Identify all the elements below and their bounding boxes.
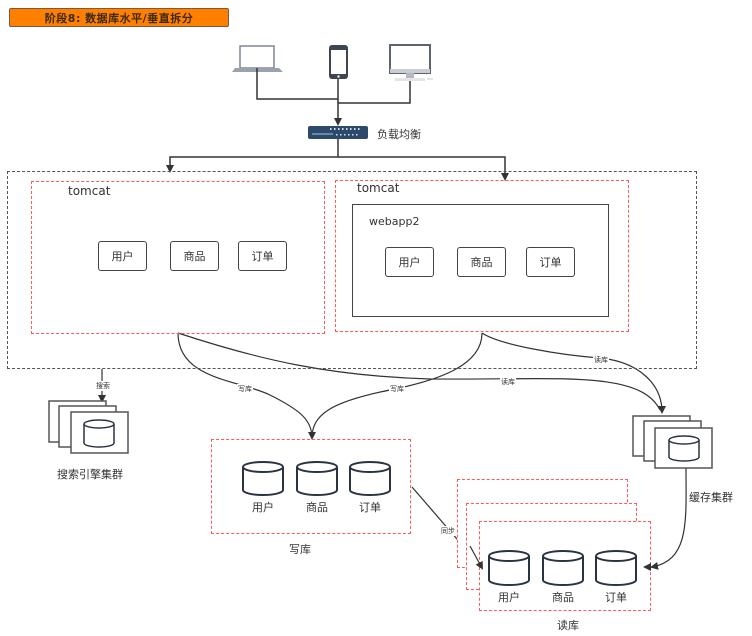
write-db-table-product: 商品 [306,501,328,514]
edge-label-sync: 同步 [440,526,456,536]
service-user-box: 用户 [98,241,147,271]
service-product-box: 商品 [170,241,219,271]
webapp2-label: webapp2 [369,215,420,228]
cache-cluster-label: 缓存集群 [689,491,733,504]
edge-label-read-left: 读库 [500,377,516,387]
read-db-table-product: 商品 [552,591,574,604]
database-icon [242,461,284,496]
database-icon [83,419,115,448]
load-balancer-label: 负载均衡 [377,128,421,141]
write-db-table-order: 订单 [359,501,381,514]
database-icon [296,461,338,496]
app-server-cluster [7,171,697,369]
service-order-box: 订单 [238,241,287,271]
edge-label-search: 搜索 [95,381,111,391]
tomcat-right-container [335,180,629,332]
write-db-table-user: 用户 [252,501,274,514]
write-db-label: 写库 [289,543,311,556]
read-db-label: 读库 [557,619,579,632]
database-icon [349,461,391,496]
laptop-icon [232,45,283,72]
service-user-box: 用户 [385,247,434,277]
write-db-cylinders [242,461,391,496]
service-product-box: 商品 [457,247,506,277]
smartphone-icon [329,45,348,79]
stage-title: 阶段8: 数据库水平/垂直拆分 [9,8,229,27]
tomcat-left-container [31,181,325,334]
database-icon [668,435,700,462]
switch-icon [308,126,368,139]
service-order-box: 订单 [526,247,575,277]
tomcat-left-label: tomcat [68,184,111,198]
edge-label-write-right: 写库 [389,384,405,394]
read-db-table-order: 订单 [605,591,627,604]
tomcat-right-label: tomcat [357,181,400,195]
desktop-monitor-icon [389,44,433,81]
edge-label-write-left: 写库 [237,384,253,394]
search-cluster-label: 搜索引擎集群 [57,468,123,481]
write-db-container [211,439,411,534]
edge-label-read-right: 读库 [593,355,609,365]
read-db-table-user: 用户 [498,591,520,604]
